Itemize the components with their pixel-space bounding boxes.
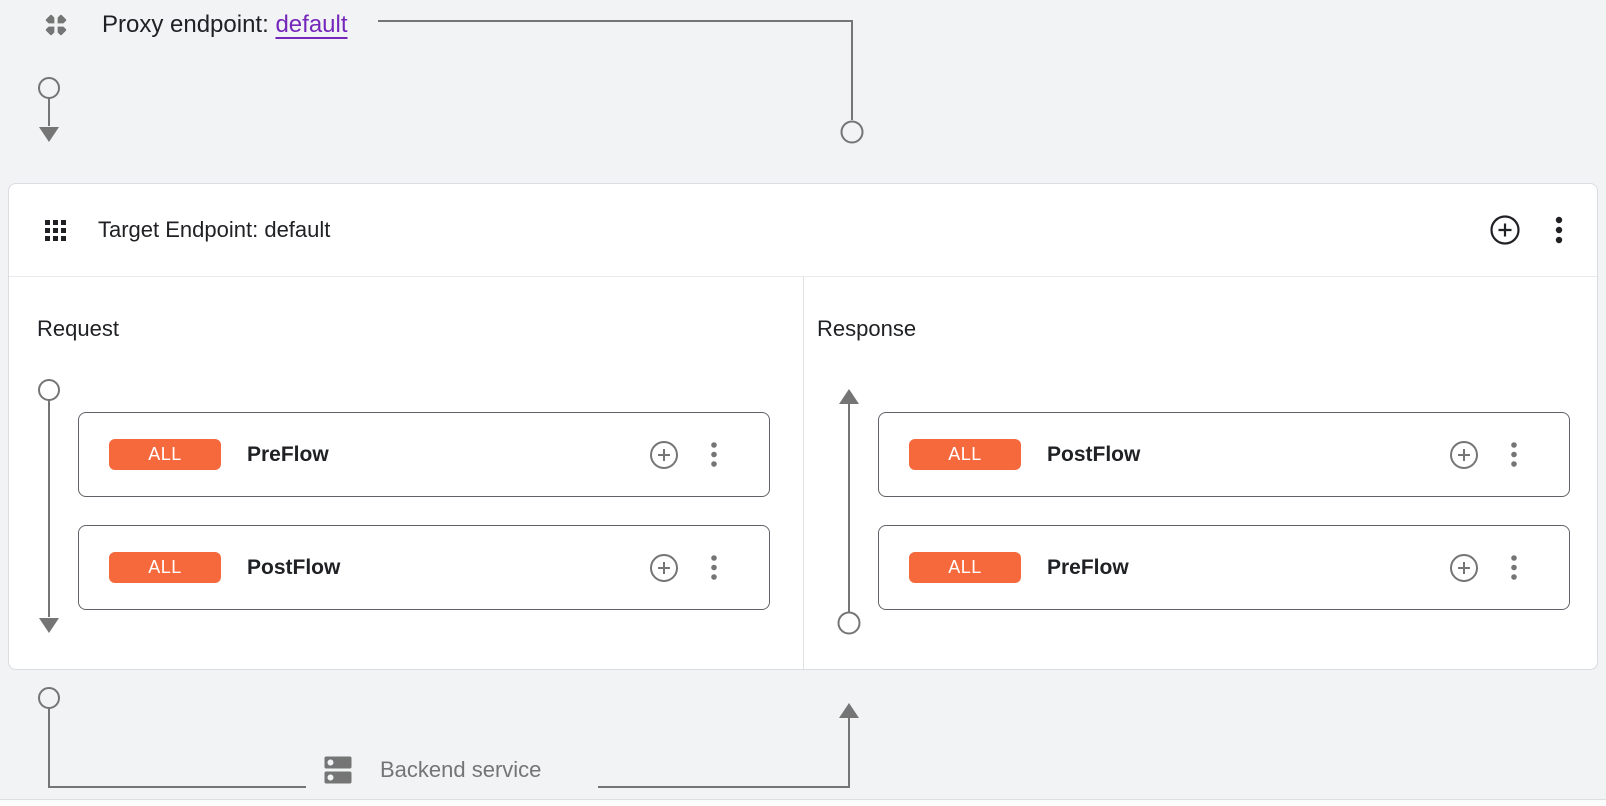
add-policy-button[interactable] (1449, 440, 1479, 470)
flow-condition-badge: ALL (109, 552, 221, 583)
grid-apps-icon (45, 219, 66, 241)
flow-condition-badge: ALL (909, 552, 1021, 583)
proxy-endpoint-default-link[interactable]: default (275, 11, 348, 38)
flow-menu-button[interactable] (711, 555, 717, 580)
next-panel-top-edge (0, 799, 1606, 806)
plus-circle-icon (649, 440, 679, 470)
kebab-menu-icon (711, 555, 717, 580)
proxy-endpoint-label: Proxy endpoint: default (102, 11, 348, 38)
add-policy-button[interactable] (649, 553, 679, 583)
request-column-label: Request (37, 316, 119, 341)
response-column-label: Response (817, 316, 917, 341)
server-dns-icon (320, 752, 356, 788)
kebab-menu-icon (1511, 555, 1517, 580)
proxy-endpoint-icon (42, 11, 70, 39)
flow-name: PreFlow (1047, 555, 1129, 579)
request-postflow-card[interactable]: ALL PostFlow (78, 525, 770, 610)
add-policy-button[interactable] (1449, 553, 1479, 583)
plus-circle-icon (649, 553, 679, 583)
plus-circle-icon (1489, 214, 1521, 246)
flow-menu-button[interactable] (1511, 442, 1517, 467)
flow-menu-button[interactable] (711, 442, 717, 467)
flow-condition-badge: ALL (109, 439, 221, 470)
kebab-menu-icon (711, 442, 717, 467)
flow-name: PreFlow (247, 442, 329, 466)
plus-circle-icon (1449, 553, 1479, 583)
request-response-divider (803, 277, 804, 669)
response-preflow-card[interactable]: ALL PreFlow (878, 525, 1570, 610)
target-endpoint-title: Target Endpoint: default (98, 217, 331, 242)
flow-menu-button[interactable] (1511, 555, 1517, 580)
target-endpoint-header: Target Endpoint: default (9, 184, 1597, 277)
response-postflow-card[interactable]: ALL PostFlow (878, 412, 1570, 497)
flow-condition-badge: ALL (909, 439, 1021, 470)
kebab-menu-icon (1555, 216, 1563, 244)
add-policy-button[interactable] (649, 440, 679, 470)
kebab-menu-icon (1511, 442, 1517, 467)
proxy-endpoint-row: Proxy endpoint: default (42, 8, 348, 42)
backend-service-row: Backend service (320, 752, 541, 788)
plus-circle-icon (1449, 440, 1479, 470)
endpoint-menu-button[interactable] (1555, 216, 1563, 244)
backend-service-label: Backend service (380, 757, 542, 782)
flow-name: PostFlow (1047, 442, 1141, 466)
flow-name: PostFlow (247, 555, 341, 579)
add-flow-button[interactable] (1489, 214, 1521, 246)
request-preflow-card[interactable]: ALL PreFlow (78, 412, 770, 497)
